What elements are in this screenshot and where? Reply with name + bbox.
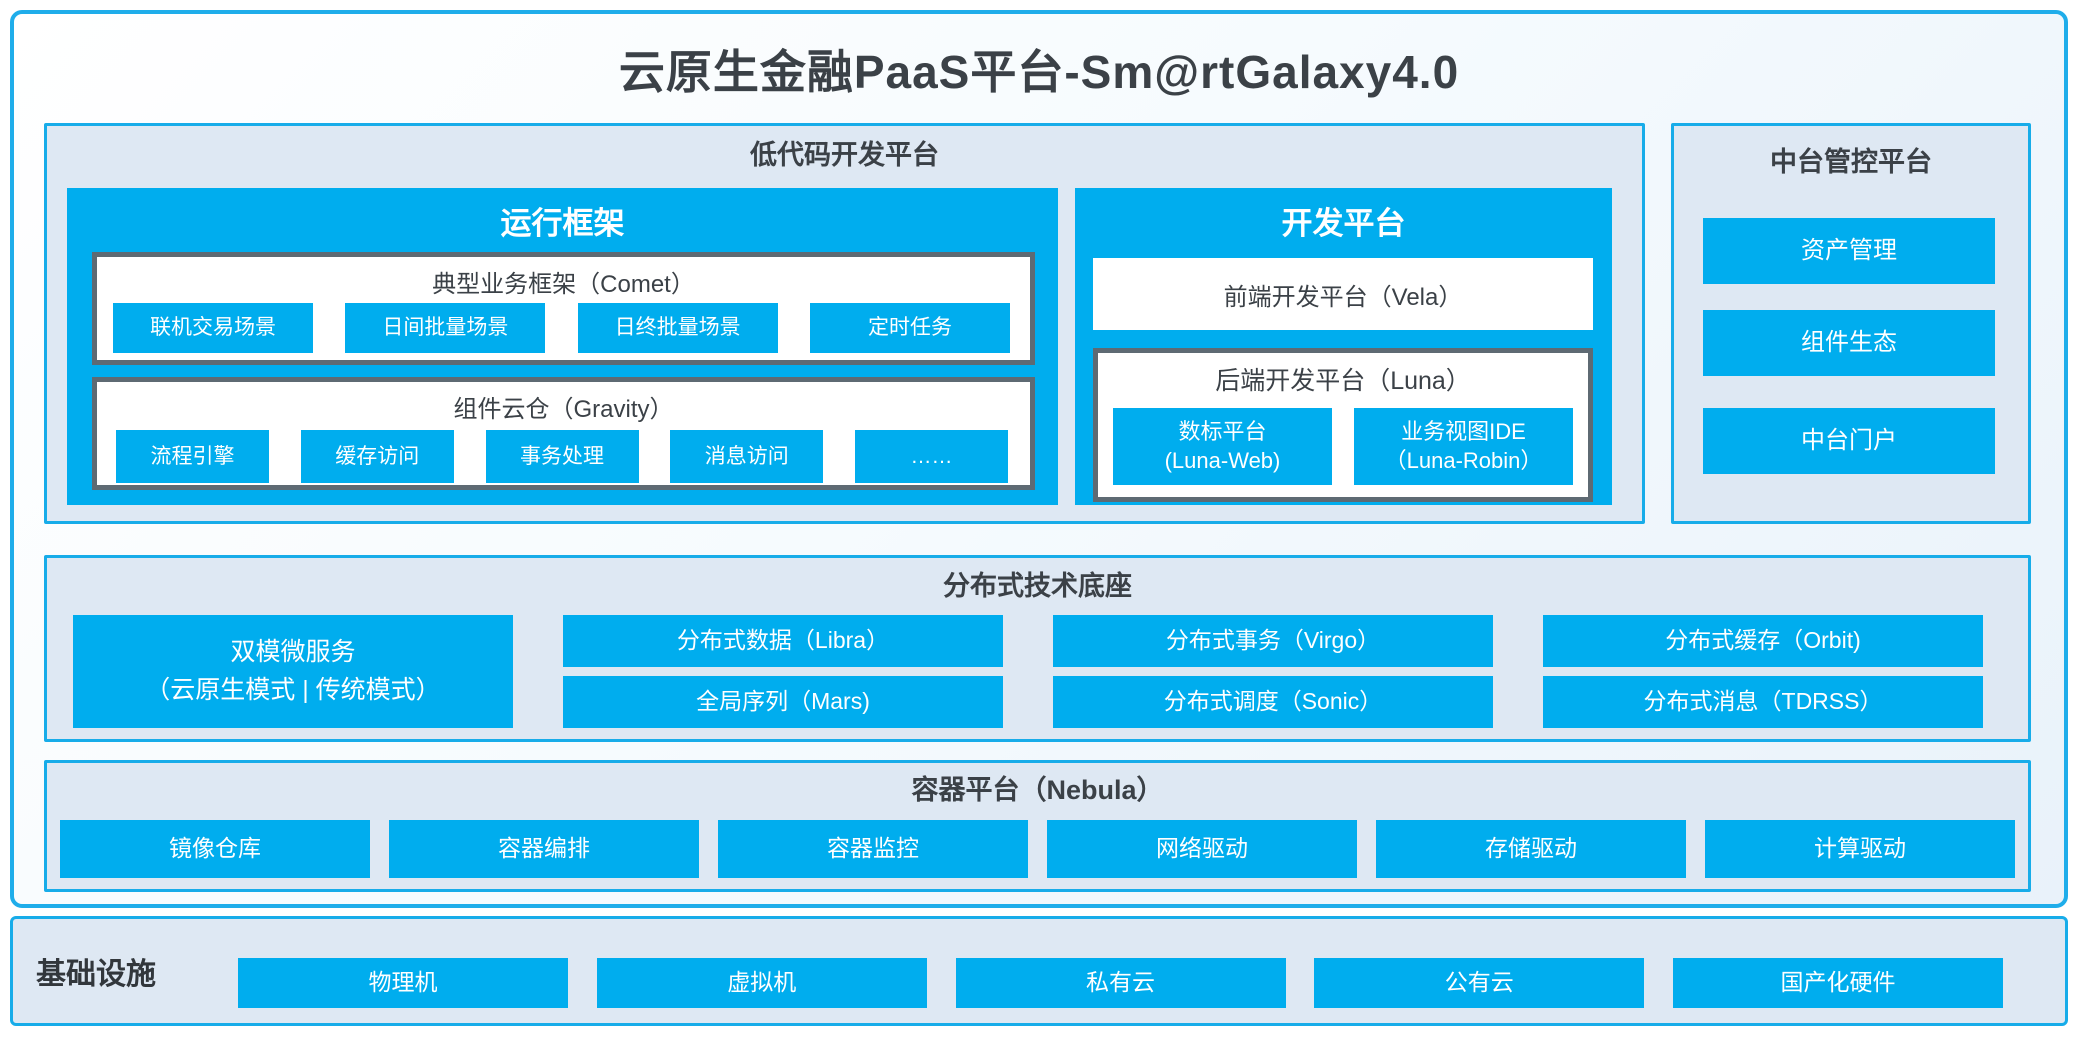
vela-box: 前端开发平台（Vela） [1093, 258, 1593, 330]
vela-label: 前端开发平台（Vela） [1223, 283, 1463, 311]
comet-item-eod-batch: 日终批量场景 [577, 303, 778, 353]
dev-platform-panel: 开发平台 前端开发平台（Vela） 后端开发平台（Luna） 数标平台 (Lun… [1075, 188, 1612, 505]
luna-box: 后端开发平台（Luna） 数标平台 (Luna-Web) 业务视图IDE （Lu… [1093, 348, 1593, 502]
infra-item-domestic-hardware: 国产化硬件 [1673, 958, 2003, 1008]
midplatform-header: 中台管控平台 [1770, 147, 1932, 177]
infra-item-virtual-machine: 虚拟机 [596, 958, 927, 1008]
gravity-box: 组件云仓（Gravity） 流程引擎 缓存访问 事务处理 消息访问 …… [92, 377, 1035, 490]
dual-mode-microservice-box: 双模微服务 （云原生模式 | 传统模式） [73, 615, 513, 728]
container-platform-panel: 容器平台（Nebula） 镜像仓库 容器编排 容器监控 网络驱动 存储驱动 计算… [44, 760, 2031, 892]
luna-title: 后端开发平台（Luna） [1215, 367, 1471, 395]
runtime-framework-title: 运行框架 [500, 206, 625, 241]
gravity-item-ellipsis: …… [855, 430, 1008, 483]
dual-mode-label: 双模微服务 [230, 638, 356, 666]
container-item-network-driver: 网络驱动 [1047, 820, 1357, 878]
infra-item-physical-machine: 物理机 [238, 958, 568, 1008]
distributed-col-2: 分布式事务（Virgo） 分布式调度（Sonic） [1053, 615, 1493, 728]
luna-web-label: 数标平台 [1178, 418, 1267, 444]
platform-frame: 云原生金融PaaS平台-Sm@rtGalaxy4.0 低代码开发平台 运行框架 … [10, 10, 2068, 908]
luna-robin-label: 业务视图IDE [1401, 418, 1526, 444]
gravity-title: 组件云仓（Gravity） [453, 396, 674, 423]
midplat-item-portal: 中台门户 [1703, 408, 1995, 474]
dist-item-scheduling-sonic: 分布式调度（Sonic） [1053, 676, 1493, 728]
midplat-item-asset-management: 资产管理 [1703, 218, 1995, 284]
lowcode-header: 低代码开发平台 [750, 140, 939, 170]
dist-item-message-tdrss: 分布式消息（TDRSS） [1543, 676, 1983, 728]
dual-mode-sublabel: （云原生模式 | 传统模式） [145, 675, 441, 704]
comet-item-scheduled-task: 定时任务 [809, 303, 1010, 353]
infra-item-private-cloud: 私有云 [955, 958, 1286, 1008]
comet-item-daytime-batch: 日间批量场景 [345, 303, 546, 353]
container-item-monitoring: 容器监控 [718, 820, 1028, 878]
luna-robin-sublabel: （Luna-Robin） [1384, 447, 1543, 473]
infrastructure-label: 基础设施 [36, 958, 156, 991]
distributed-grid: 双模微服务 （云原生模式 | 传统模式） 分布式数据（Libra） 全局序列（M… [73, 615, 1983, 728]
container-items-row: 镜像仓库 容器编排 容器监控 网络驱动 存储驱动 计算驱动 [60, 820, 2015, 878]
distributed-base-panel: 分布式技术底座 双模微服务 （云原生模式 | 传统模式） 分布式数据（Libra… [44, 555, 2031, 742]
distributed-col-1: 分布式数据（Libra） 全局序列（Mars) [563, 615, 1003, 728]
dist-item-sequence-mars: 全局序列（Mars) [563, 676, 1003, 728]
container-item-orchestration: 容器编排 [389, 820, 699, 878]
gravity-item-transaction: 事务处理 [485, 430, 639, 483]
page-title: 云原生金融PaaS平台-Sm@rtGalaxy4.0 [618, 46, 1460, 98]
comet-items-row: 联机交易场景 日间批量场景 日终批量场景 定时任务 [113, 303, 1010, 353]
infra-item-public-cloud: 公有云 [1314, 958, 1645, 1008]
luna-items-row: 数标平台 (Luna-Web) 业务视图IDE （Luna-Robin） [1113, 408, 1573, 485]
luna-item-web: 数标平台 (Luna-Web) [1113, 408, 1332, 485]
comet-box: 典型业务框架（Comet） 联机交易场景 日间批量场景 日终批量场景 定时任务 [92, 252, 1035, 365]
container-item-compute-driver: 计算驱动 [1705, 820, 2015, 878]
distributed-col-3: 分布式缓存（Orbit) 分布式消息（TDRSS） [1543, 615, 1983, 728]
runtime-framework-panel: 运行框架 典型业务框架（Comet） 联机交易场景 日间批量场景 日终批量场景 … [67, 188, 1058, 505]
container-platform-header: 容器平台（Nebula） [911, 775, 1164, 805]
gravity-item-message-access: 消息访问 [670, 430, 824, 483]
gravity-item-process-engine: 流程引擎 [116, 430, 269, 483]
container-item-storage-driver: 存储驱动 [1376, 820, 1686, 878]
container-item-image-registry: 镜像仓库 [60, 820, 370, 878]
dist-item-cache-orbit: 分布式缓存（Orbit) [1543, 615, 1983, 667]
lowcode-panel: 低代码开发平台 运行框架 典型业务框架（Comet） 联机交易场景 日间批量场景… [44, 123, 1645, 524]
distributed-base-header: 分布式技术底座 [943, 571, 1132, 601]
midplatform-panel: 中台管控平台 资产管理 组件生态 中台门户 [1671, 123, 2031, 524]
gravity-item-cache-access: 缓存访问 [300, 430, 454, 483]
dev-platform-title: 开发平台 [1281, 206, 1406, 241]
comet-title: 典型业务框架（Comet） [432, 271, 695, 298]
comet-item-online-trading: 联机交易场景 [113, 303, 313, 353]
dist-item-transaction-virgo: 分布式事务（Virgo） [1053, 615, 1493, 667]
infrastructure-panel: 基础设施 物理机 虚拟机 私有云 公有云 国产化硬件 [10, 916, 2068, 1026]
gravity-items-row: 流程引擎 缓存访问 事务处理 消息访问 …… [116, 430, 1008, 483]
luna-web-sublabel: (Luna-Web) [1164, 447, 1281, 473]
luna-item-robin: 业务视图IDE （Luna-Robin） [1354, 408, 1573, 485]
infrastructure-items-row: 物理机 虚拟机 私有云 公有云 国产化硬件 [238, 958, 2003, 1008]
dist-item-data-libra: 分布式数据（Libra） [563, 615, 1003, 667]
midplat-item-component-ecosystem: 组件生态 [1703, 310, 1995, 376]
